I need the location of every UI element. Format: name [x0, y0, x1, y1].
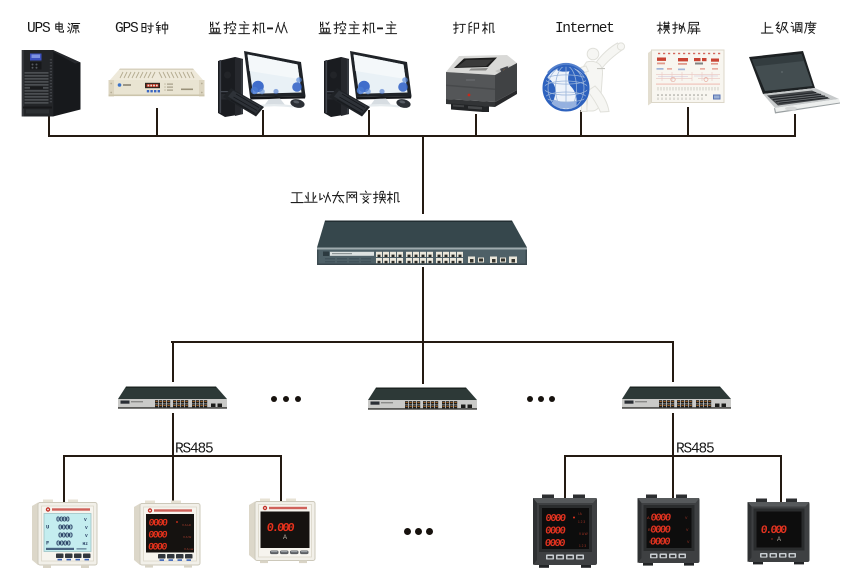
svg-text:0000: 0000 [650, 525, 672, 537]
svg-text:0000: 0000 [58, 533, 74, 541]
svg-text:A: A [283, 535, 287, 541]
svg-text:Internet: Internet [555, 21, 614, 36]
svg-text:RS485: RS485 [175, 442, 213, 457]
svg-text:0000: 0000 [56, 541, 72, 549]
svg-text:V A Hz: V A Hz [182, 523, 192, 527]
svg-text:F: F [46, 540, 49, 547]
svg-text:V: V [85, 525, 88, 531]
svg-text:0000: 0000 [147, 543, 168, 554]
svg-text:Hz: Hz [83, 541, 89, 547]
svg-text:I A: I A [578, 512, 583, 516]
svg-text:1 2 3: 1 2 3 [579, 544, 586, 548]
svg-text:A: A [777, 537, 781, 543]
svg-text:0000: 0000 [649, 537, 671, 549]
svg-text:V: V [687, 540, 690, 544]
svg-text:RS485: RS485 [676, 442, 714, 457]
svg-text:V: V [84, 517, 87, 523]
svg-text:V A var: V A var [184, 547, 194, 551]
svg-text:0000: 0000 [58, 525, 74, 533]
svg-text:V A W: V A W [183, 535, 191, 539]
svg-text:0000: 0000 [650, 513, 672, 525]
svg-text:V: V [686, 528, 689, 532]
svg-text:0000: 0000 [148, 519, 169, 530]
svg-text:0000: 0000 [148, 531, 169, 542]
svg-text:0000: 0000 [545, 513, 567, 525]
svg-text:B: B [648, 527, 651, 532]
svg-text:C: C [649, 539, 652, 544]
svg-text:1 2 3: 1 2 3 [578, 520, 585, 524]
svg-text:U: U [46, 524, 49, 531]
svg-text:0000: 0000 [544, 526, 566, 538]
svg-text:0.000: 0.000 [266, 521, 295, 535]
svg-text:0000: 0000 [544, 538, 566, 550]
svg-text:V: V [685, 516, 688, 520]
svg-text:0.000: 0.000 [760, 524, 788, 537]
svg-text:V: V [85, 533, 88, 539]
svg-text:UPS: UPS [27, 21, 50, 36]
svg-text:0000: 0000 [56, 517, 70, 525]
svg-text:A: A [647, 515, 650, 520]
svg-text:V A W: V A W [579, 532, 588, 536]
svg-text:GPS: GPS [115, 21, 138, 36]
